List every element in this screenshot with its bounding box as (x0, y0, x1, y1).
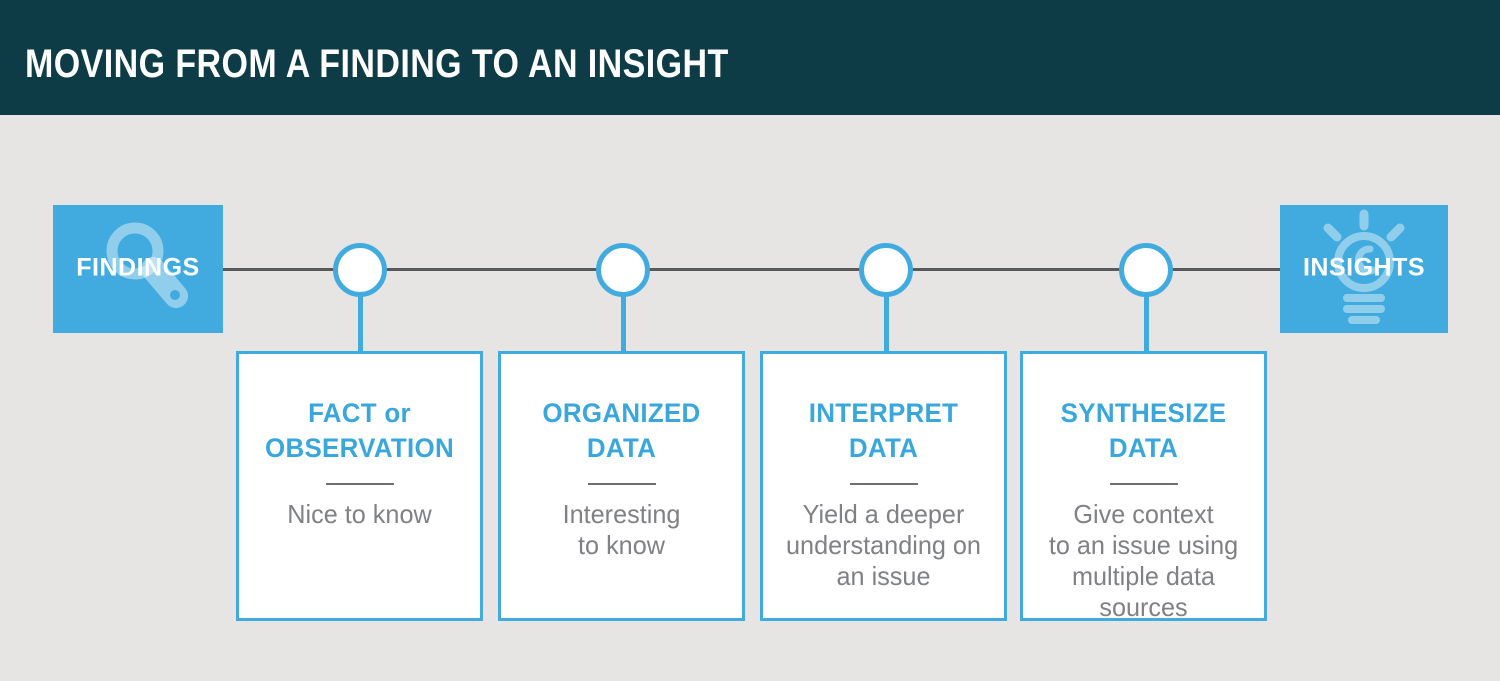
stage-card-fact-or-observation: FACT or OBSERVATION Nice to know (236, 351, 483, 621)
stage-title: ORGANIZED DATA (542, 398, 701, 463)
timeline-node-3 (859, 243, 913, 297)
timeline-line (223, 268, 1280, 271)
divider (1109, 483, 1178, 485)
page-title: MOVING FROM A FINDING TO AN INSIGHT (25, 42, 729, 86)
timeline-node-4 (1119, 243, 1173, 297)
header-bar: MOVING FROM A FINDING TO AN INSIGHT (0, 0, 1500, 115)
connector-3 (884, 296, 889, 352)
divider (849, 483, 918, 485)
insights-label: INSIGHTS (1302, 253, 1426, 282)
connector-2 (621, 296, 626, 352)
stage-description: Interesting to know (562, 499, 681, 560)
divider (325, 483, 394, 485)
stage-title: SYNTHESIZE DATA (1060, 398, 1227, 463)
stage-card-interpret-data: INTERPRET DATA Yield a deeper understand… (760, 351, 1007, 621)
stage-description: Nice to know (287, 499, 432, 529)
findings-tile: FINDINGS (53, 205, 223, 333)
insights-tile: INSIGHTS (1280, 205, 1448, 333)
stage-card-synthesize-data: SYNTHESIZE DATA Give context to an issue… (1020, 351, 1267, 622)
stage-title: INTERPRET DATA (808, 398, 959, 463)
stage-description: Give context to an issue using multiple … (1048, 499, 1239, 622)
connector-4 (1144, 296, 1149, 352)
stage-card-organized-data: ORGANIZED DATA Interesting to know (498, 351, 745, 621)
findings-label: FINDINGS (76, 253, 200, 282)
connector-1 (358, 296, 363, 352)
timeline-node-2 (596, 243, 650, 297)
stage-description: Yield a deeper understanding on an issue (786, 499, 981, 591)
stage-title: FACT or OBSERVATION (265, 398, 454, 463)
timeline-node-1 (333, 243, 387, 297)
lightbulb-icon (1323, 209, 1405, 324)
magnifier-icon (106, 222, 188, 308)
divider (587, 483, 656, 485)
